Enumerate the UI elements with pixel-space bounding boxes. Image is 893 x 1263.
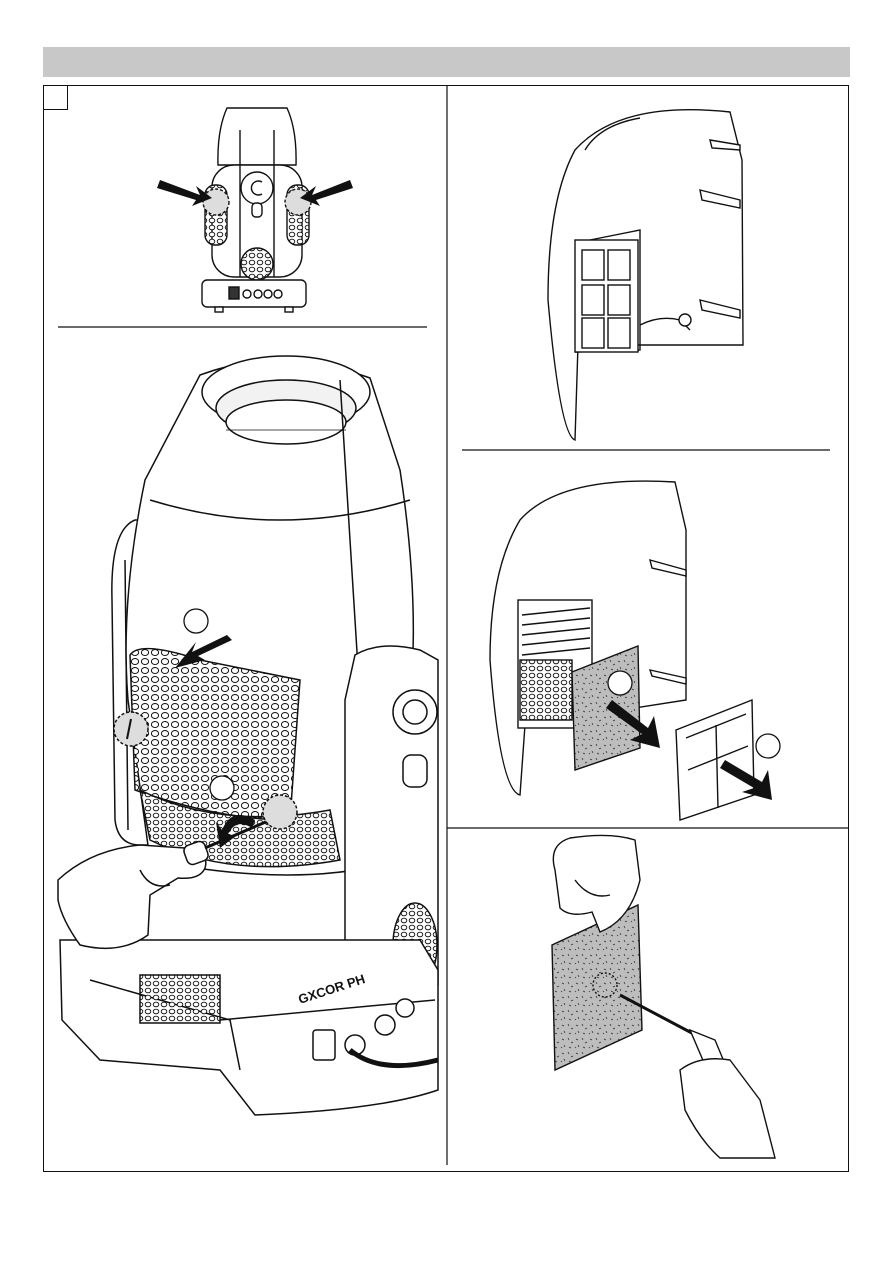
figure-label [43,85,68,110]
front-view-device [202,108,311,312]
step-label-2 [210,776,234,800]
step-label-4 [756,734,780,758]
step-label-3 [608,671,632,695]
step-label-1 [184,609,208,633]
cover-inside [548,110,743,440]
filter-removal [490,481,754,820]
filter-cleaning [552,835,775,1158]
moving-head-device [58,356,438,1115]
